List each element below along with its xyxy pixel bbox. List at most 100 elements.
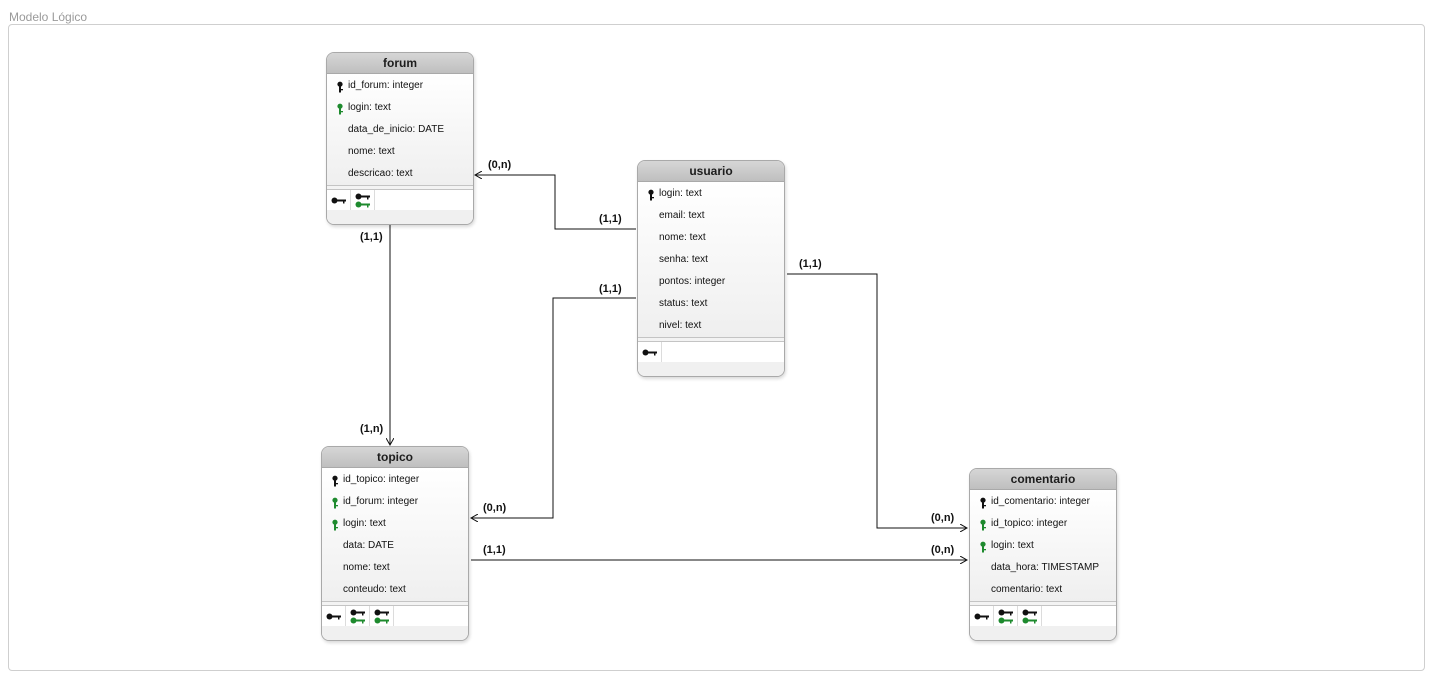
card-bottom	[322, 626, 468, 640]
attribute-row[interactable]: login: text	[327, 97, 473, 119]
primary-key-index-icon[interactable]	[970, 606, 994, 626]
attribute-text: id_topico: integer	[343, 474, 420, 485]
divider	[638, 337, 784, 342]
attribute-type: text	[685, 320, 702, 331]
attribute-text: nome: text	[348, 146, 395, 157]
cardinality-label: (0,n)	[931, 512, 955, 524]
entity-title: comentario	[970, 469, 1116, 490]
cardinality-label: (0,n)	[931, 544, 955, 556]
attribute-text: status: text	[659, 298, 708, 309]
attribute-row[interactable]: status: text	[638, 293, 784, 315]
attribute-name: nivel	[659, 320, 680, 331]
index-toolbar	[327, 190, 473, 210]
attribute-row[interactable]: id_forum: integer	[327, 75, 473, 97]
attribute-row[interactable]: conteudo: text	[322, 579, 468, 601]
foreign-key-index-icon[interactable]	[994, 606, 1018, 626]
cardinality-label: (1,1)	[599, 213, 622, 225]
attribute-row[interactable]: id_forum: integer	[322, 491, 468, 513]
index-toolbar	[322, 606, 468, 626]
attribute-name: comentario	[991, 584, 1041, 595]
foreign-key-index-icon[interactable]	[370, 606, 394, 626]
attribute-type: text	[1046, 584, 1063, 595]
attribute-text: nome: text	[343, 562, 390, 573]
attribute-row[interactable]: login: text	[970, 535, 1116, 557]
card-bottom	[638, 362, 784, 376]
attribute-type: text	[689, 232, 706, 243]
attribute-row[interactable]: nome: text	[327, 141, 473, 163]
attribute-name: descricao	[348, 168, 391, 179]
primary-key-icon	[646, 188, 656, 201]
attribute-text: conteudo: text	[343, 584, 406, 595]
attribute-row[interactable]: nome: text	[322, 557, 468, 579]
primary-key-index-icon[interactable]	[327, 190, 351, 210]
entity-topico[interactable]: topico id_topico: integer id_forum: intege…	[321, 446, 469, 641]
attribute-type: text	[685, 188, 702, 199]
attribute-type: integer	[694, 276, 726, 287]
attribute-name: login	[659, 188, 681, 199]
attribute-name: data_de_inicio	[348, 124, 413, 135]
attribute-row[interactable]: login: text	[322, 513, 468, 535]
attribute-row[interactable]: comentario: text	[970, 579, 1116, 601]
attribute-text: descricao: text	[348, 168, 413, 179]
rel-usuario-topico-line	[471, 297, 636, 518]
attribute-name: login	[348, 102, 370, 113]
attribute-row[interactable]: senha: text	[638, 249, 784, 271]
attribute-row[interactable]: id_topico: integer	[970, 513, 1116, 535]
attribute-list: id_forum: integer login: text data_de_inic…	[327, 74, 473, 185]
foreign-key-index-icon[interactable]	[1018, 606, 1042, 626]
attribute-type: integer	[392, 80, 424, 91]
attribute-type: integer	[387, 496, 419, 507]
attribute-type: text	[1017, 540, 1034, 551]
attribute-type: text	[369, 518, 386, 529]
attribute-text: data_hora: TIMESTAMP	[991, 562, 1100, 573]
attribute-row[interactable]: data_de_inicio: DATE	[327, 119, 473, 141]
attribute-text: login: text	[991, 540, 1034, 551]
attribute-row[interactable]: nivel: text	[638, 315, 784, 337]
attribute-row[interactable]: descricao: text	[327, 163, 473, 185]
attribute-type: integer	[388, 474, 420, 485]
primary-key-icon	[335, 80, 345, 93]
attribute-text: id_forum: integer	[343, 496, 419, 507]
attribute-text: login: text	[343, 518, 386, 529]
attribute-type: TIMESTAMP	[1041, 562, 1100, 573]
primary-key-index-icon[interactable]	[322, 606, 346, 626]
diagram-title: Modelo Lógico	[9, 10, 88, 24]
attribute-type: text	[378, 146, 395, 157]
attribute-text: data_de_inicio: DATE	[348, 124, 444, 135]
foreign-key-icon	[330, 518, 340, 531]
attribute-name: id_comentario	[991, 496, 1054, 507]
attribute-name: id_forum	[348, 80, 387, 91]
card-bottom	[970, 626, 1116, 640]
entity-title: usuario	[638, 161, 784, 182]
attribute-text: login: text	[348, 102, 391, 113]
attribute-type: integer	[1059, 496, 1090, 507]
attribute-row[interactable]: nome: text	[638, 227, 784, 249]
foreign-key-index-icon[interactable]	[346, 606, 370, 626]
attribute-type: text	[373, 562, 390, 573]
divider	[327, 185, 473, 190]
attribute-row[interactable]: pontos: integer	[638, 271, 784, 293]
attribute-text: comentario: text	[991, 584, 1063, 595]
foreign-key-icon	[978, 540, 988, 553]
attribute-row[interactable]: login: text	[638, 183, 784, 205]
attribute-row[interactable]: id_comentario: integer	[970, 491, 1116, 513]
rel-usuario-comentario-line	[787, 273, 967, 528]
attribute-row[interactable]: id_topico: integer	[322, 469, 468, 491]
foreign-key-index-icon[interactable]	[351, 190, 375, 210]
attribute-text: id_forum: integer	[348, 80, 424, 91]
attribute-row[interactable]: email: text	[638, 205, 784, 227]
foreign-key-icon	[978, 518, 988, 531]
primary-key-icon	[330, 474, 340, 487]
primary-key-index-icon[interactable]	[638, 342, 662, 362]
cardinality-label: (1,1)	[799, 258, 822, 270]
attribute-name: id_topico	[991, 518, 1032, 529]
attribute-row[interactable]: data_hora: TIMESTAMP	[970, 557, 1116, 579]
cardinality-label: (1,1)	[360, 231, 383, 243]
entity-title: topico	[322, 447, 468, 468]
index-toolbar	[638, 342, 784, 362]
attribute-row[interactable]: data: DATE	[322, 535, 468, 557]
